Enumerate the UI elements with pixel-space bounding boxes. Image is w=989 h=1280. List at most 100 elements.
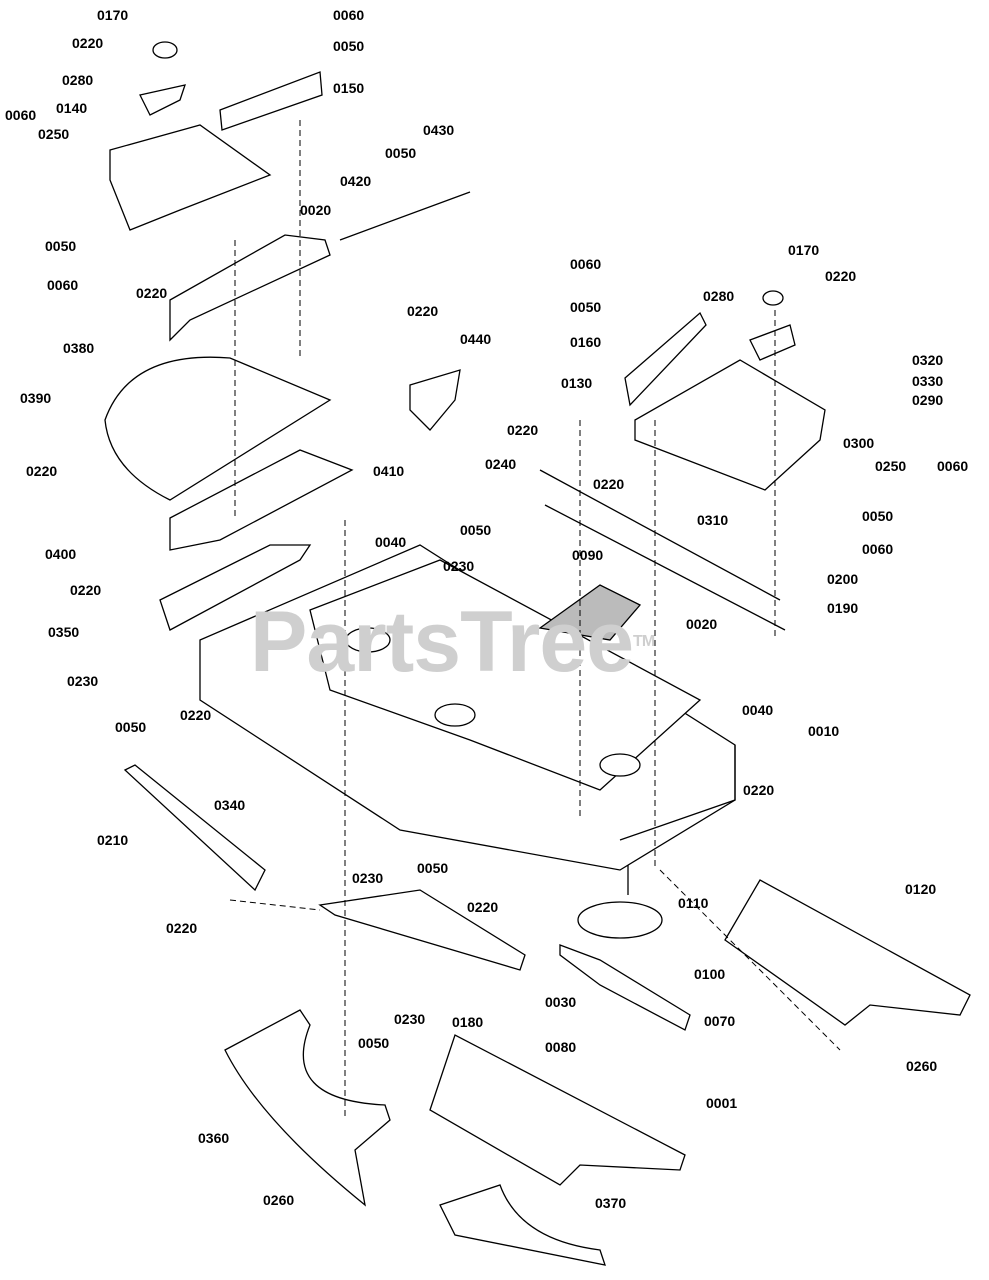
part-callout-label: 0050 [115, 719, 147, 735]
spindle-0110 [577, 901, 663, 939]
baffle-0180 [318, 889, 526, 971]
part-callout-label: 0060 [937, 458, 969, 474]
part-callout-label: 0320 [912, 352, 944, 368]
part-callout-label: 0330 [912, 373, 944, 389]
shield-0150 [219, 71, 323, 131]
bracket-0380 [169, 234, 331, 342]
part-callout-label: 0060 [5, 107, 37, 123]
part-callout-label: 0040 [375, 534, 407, 550]
part-callout-label: 0050 [417, 860, 449, 876]
part-callout-label: 0170 [788, 242, 820, 258]
cover-0390 [104, 356, 332, 501]
part-callout-label: 0190 [827, 600, 859, 616]
part-callout-label: 0220 [136, 285, 168, 301]
part-callout-label: 0220 [825, 268, 857, 284]
part-callout-label: 0180 [452, 1014, 484, 1030]
part-callout-label: 0060 [862, 541, 894, 557]
part-callout-label: 0080 [545, 1039, 577, 1055]
chute-0360 [224, 1009, 391, 1207]
part-callout-label: 0110 [678, 895, 709, 911]
part-callout-label: 0060 [333, 7, 365, 23]
part-callout-label: 0250 [875, 458, 907, 474]
part-callout-label: 0050 [570, 299, 602, 315]
part-callout-label: 0420 [340, 173, 372, 189]
part-callout-label: 0230 [352, 870, 384, 886]
part-callout-label: 0150 [333, 80, 365, 96]
part-callout-label: 0030 [545, 994, 577, 1010]
part-callout-label: 0220 [166, 920, 198, 936]
part-callout-label: 0220 [593, 476, 625, 492]
part-callout-label: 0390 [20, 390, 52, 406]
baffle-0210 [123, 764, 266, 892]
bracket-0350 [159, 544, 312, 631]
watermark: PartsTreeTM [250, 592, 655, 692]
part-callout-label: 0430 [423, 122, 455, 138]
cover-0130 [634, 359, 826, 491]
deck-top [309, 559, 702, 791]
watermark-text: PartsTree [250, 594, 634, 690]
part-callout-label: 0380 [63, 340, 95, 356]
part-callout-label: 0250 [38, 126, 70, 142]
part-callout-label: 0280 [703, 288, 735, 304]
part-callout-label: 0200 [827, 571, 859, 587]
part-callout-label: 0060 [570, 256, 602, 272]
part-callout-label: 0360 [198, 1130, 230, 1146]
chute-0370 [439, 1184, 606, 1266]
part-callout-label: 0220 [743, 782, 775, 798]
part-callout-label: 0210 [97, 832, 129, 848]
part-callout-label: 0130 [561, 375, 593, 391]
part-callout-label: 0340 [214, 797, 246, 813]
part-callout-label: 0160 [570, 334, 602, 350]
part-callout-label: 0350 [48, 624, 80, 640]
part-callout-label: 0370 [595, 1195, 627, 1211]
part-callout-label: 0050 [45, 238, 77, 254]
part-callout-label: 0170 [97, 7, 129, 23]
part-callout-label: 0220 [26, 463, 58, 479]
part-callout-label: 0090 [572, 547, 604, 563]
part-callout-label: 0060 [47, 277, 79, 293]
bracket-0280 [139, 84, 186, 116]
pad-0090 [538, 584, 642, 641]
bracket-0280-r [749, 324, 796, 361]
part-callout-label: 0040 [742, 702, 774, 718]
part-callout-label: 0220 [507, 422, 539, 438]
part-callout-label: 0260 [263, 1192, 295, 1208]
watermark-tm: TM [633, 633, 655, 650]
shield-0160 [624, 311, 707, 407]
part-callout-label: 0310 [697, 512, 729, 528]
part-callout-label: 0050 [862, 508, 894, 524]
part-callout-label: 0410 [373, 463, 405, 479]
part-callout-label: 0400 [45, 546, 77, 562]
part-callout-label: 0020 [686, 616, 718, 632]
part-callout-label: 0120 [905, 881, 937, 897]
part-callout-label: 0230 [67, 673, 99, 689]
part-callout-label: 0300 [843, 435, 875, 451]
chute-0001 [429, 1034, 686, 1186]
part-callout-label: 0220 [70, 582, 102, 598]
part-callout-label: 0050 [460, 522, 492, 538]
part-callout-label: 0050 [358, 1035, 390, 1051]
part-callout-label: 0140 [56, 100, 88, 116]
part-callout-label: 0280 [62, 72, 94, 88]
part-callout-label: 0220 [180, 707, 212, 723]
chute-0120 [724, 879, 971, 1026]
part-callout-label: 0230 [394, 1011, 426, 1027]
part-callout-label: 0440 [460, 331, 492, 347]
blade-0070 [559, 944, 691, 1031]
part-callout-label: 0220 [72, 35, 104, 51]
cover-0400 [169, 449, 354, 551]
part-callout-label: 0100 [694, 966, 726, 982]
part-callout-label: 0020 [300, 202, 332, 218]
bracket-0440 [409, 369, 461, 431]
part-callout-label: 0260 [906, 1058, 938, 1074]
part-callout-label: 0050 [333, 38, 365, 54]
part-callout-label: 0220 [467, 899, 499, 915]
part-callout-label: 0290 [912, 392, 944, 408]
cover-0140 [109, 124, 272, 231]
part-callout-label: 0010 [808, 723, 840, 739]
part-callout-label: 0230 [443, 558, 475, 574]
part-callout-label: 0220 [407, 303, 439, 319]
bumper-0170-r [762, 290, 784, 306]
